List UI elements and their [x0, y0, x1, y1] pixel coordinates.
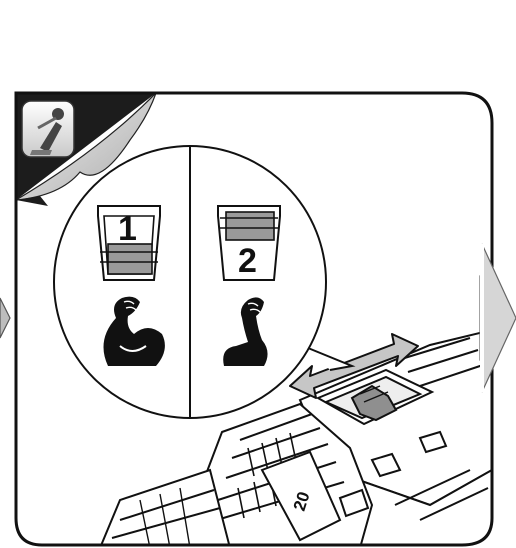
gear-1-label: 1 — [118, 210, 137, 248]
gear-1-window: 1 — [98, 206, 160, 280]
gear-2-label: 2 — [238, 242, 257, 280]
previous-arrow-fragment — [0, 298, 10, 338]
main-frame: 20 1 2 — [16, 93, 496, 548]
gear-2-window: 2 — [218, 206, 280, 280]
info-icon — [22, 101, 74, 157]
next-arrow-icon[interactable] — [480, 244, 516, 392]
